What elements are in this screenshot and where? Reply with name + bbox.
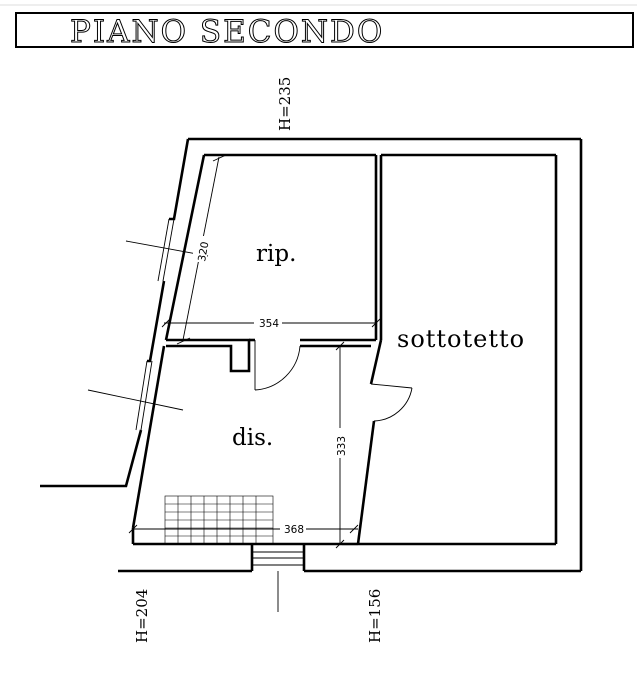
doors <box>254 340 413 422</box>
title-frame <box>15 12 634 48</box>
dimension-landing-height: 333 <box>336 436 348 456</box>
room-label-storage: rip. <box>256 241 296 267</box>
staircase <box>164 495 274 545</box>
dimension-lines <box>128 154 381 549</box>
dimension-labels: 320 354 333 368 <box>193 236 348 536</box>
room-labels: rip. dis. sottotetto <box>232 241 525 451</box>
height-label-top: H=235 <box>276 77 294 131</box>
room-label-attic: sottotetto <box>397 325 525 353</box>
dimension-storage-width: 354 <box>259 318 279 330</box>
interior-walls <box>131 153 558 546</box>
height-labels: H=235 H=204 H=156 <box>133 77 384 643</box>
page-title: PIANO SECONDO <box>70 14 384 50</box>
dimension-landing-width: 368 <box>284 524 304 536</box>
dimension-storage-diagonal: 320 <box>196 241 211 263</box>
room-label-landing: dis. <box>232 425 273 451</box>
height-label-bottom-left: H=204 <box>133 589 151 643</box>
exterior-walls <box>40 137 583 573</box>
height-label-bottom-right: H=156 <box>366 589 384 643</box>
title-block: PIANO SECONDO <box>15 12 634 51</box>
